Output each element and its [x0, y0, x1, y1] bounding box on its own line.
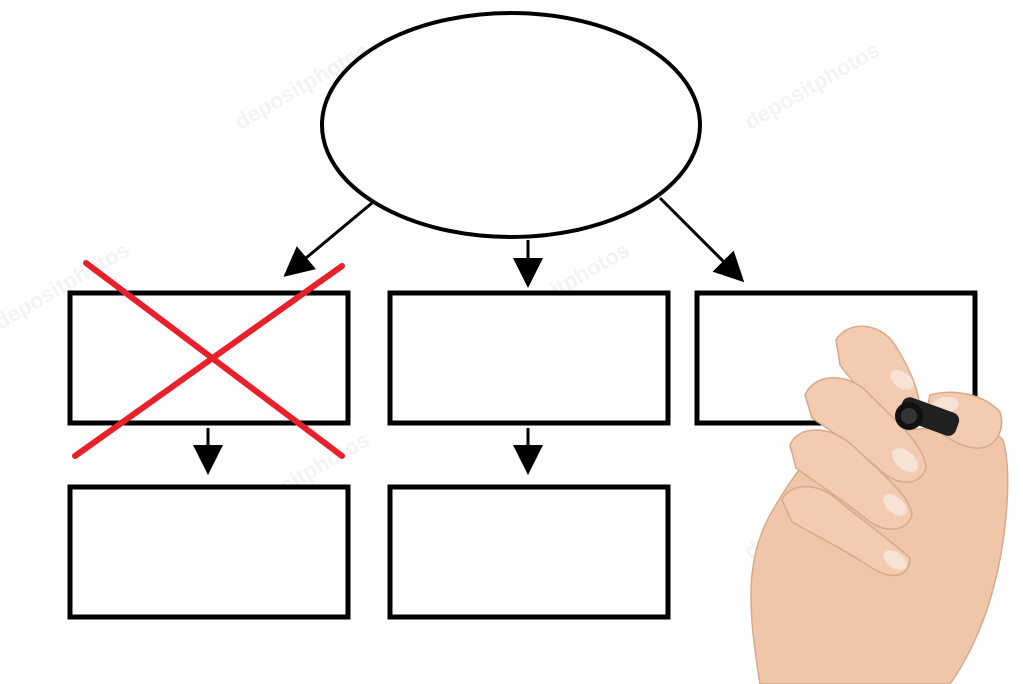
top-node [320, 11, 702, 239]
hand-with-marker-icon [750, 325, 1009, 684]
arrow-to-box-top-right [658, 196, 745, 283]
watermark-text: depositphotos [740, 37, 884, 134]
watermark-text: depositphotos [230, 37, 374, 134]
box-top-center [387, 290, 671, 426]
top-node-ellipse [320, 11, 702, 239]
arrow-to-box-top-left [283, 201, 373, 277]
box-bottom-left [67, 484, 351, 620]
box-bottom-center [387, 484, 671, 620]
connector-arrows [193, 196, 745, 475]
marker-pen-icon [895, 397, 960, 436]
cross-mark-icon [72, 260, 345, 459]
